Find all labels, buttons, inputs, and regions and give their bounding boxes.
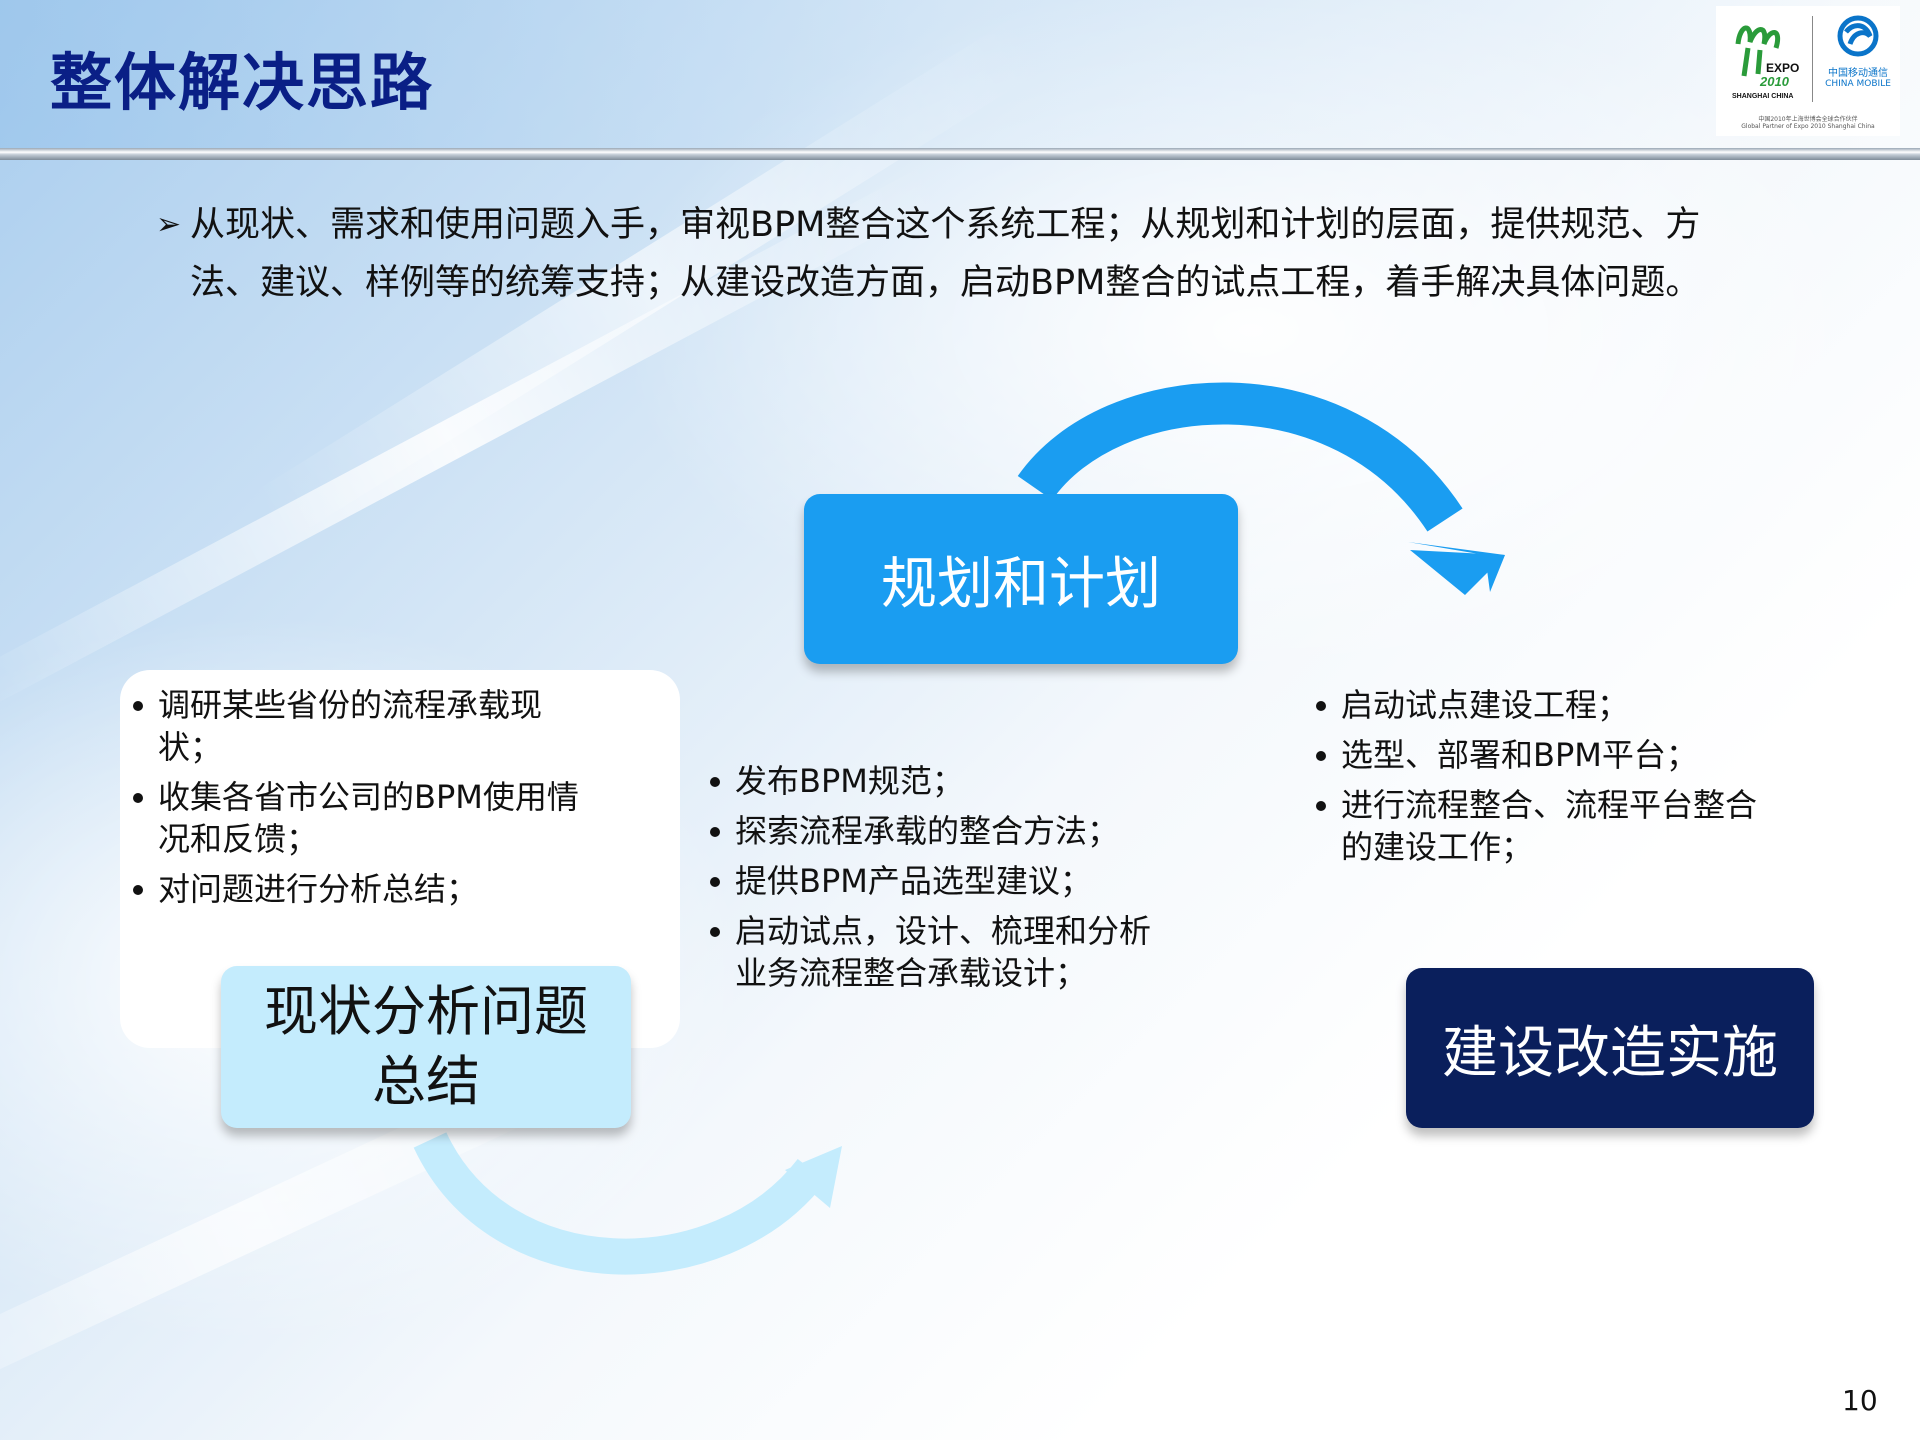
svg-text:2010: 2010 (1759, 74, 1790, 89)
arrow-top-head-icon (1410, 550, 1505, 595)
intro-text: 从现状、需求和使用问题入手，审视BPM整合这个系统工程；从规划和计划的层面，提供… (190, 205, 1701, 303)
list-item: 选型、部署和BPM平台； (1313, 734, 1783, 776)
plan-bullet-list: 发布BPM规范； 探索流程承载的整合方法； 提供BPM产品选型建议； 启动试点，… (707, 760, 1167, 1002)
arrow-top-curve (1017, 382, 1463, 532)
list-item: 发布BPM规范； (707, 760, 1167, 802)
build-bullet-list: 启动试点建设工程； 选型、部署和BPM平台； 进行流程整合、流程平台整合的建设工… (1313, 684, 1783, 876)
page-number: 10 (1842, 1384, 1878, 1417)
header-band (0, 0, 1920, 150)
partner-logo: EXPO 2010 SHANGHAI CHINA 中国移动通信 CHINA MO… (1716, 6, 1900, 136)
slide-title: 整体解决思路 (50, 46, 435, 119)
brand-cn: 中国移动通信 (1828, 68, 1888, 79)
status-box: 现状分析问题 总结 (221, 966, 631, 1128)
intro-paragraph: ➢ 从现状、需求和使用问题入手，审视BPM整合这个系统工程；从规划和计划的层面，… (150, 196, 1770, 312)
status-box-line1: 现状分析问题 (264, 980, 588, 1043)
arrow-bottom-curve (413, 1132, 827, 1275)
header-rule (0, 148, 1920, 160)
list-item: 调研某些省份的流程承载现状； (130, 684, 580, 768)
list-item: 启动试点，设计、梳理和分析业务流程整合承载设计； (707, 910, 1167, 994)
list-item: 对问题进行分析总结； (130, 868, 580, 910)
plan-box: 规划和计划 (804, 494, 1238, 664)
list-item: 探索流程承载的整合方法； (707, 810, 1167, 852)
list-item: 启动试点建设工程； (1313, 684, 1783, 726)
list-item: 进行流程整合、流程平台整合的建设工作； (1313, 784, 1783, 868)
logo-caption-cn: 中国2010年上海世博会全球合作伙伴 (1758, 116, 1858, 123)
build-box: 建设改造实施 (1406, 968, 1814, 1128)
list-item: 收集各省市公司的BPM使用情况和反馈； (130, 776, 580, 860)
china-mobile-swirl-icon (1837, 15, 1879, 57)
arrow-bottom-head-icon (785, 1146, 842, 1208)
arrow-bullet-icon: ➢ (156, 207, 182, 242)
list-item: 提供BPM产品选型建议； (707, 860, 1167, 902)
brand-en: CHINA MOBILE (1825, 79, 1891, 89)
svg-text:SHANGHAI CHINA: SHANGHAI CHINA (1732, 93, 1793, 100)
status-box-line2: 总结 (372, 1050, 480, 1113)
logo-caption-en: Global Partner of Expo 2010 Shanghai Chi… (1741, 123, 1875, 130)
china-mobile-logo: 中国移动通信 CHINA MOBILE (1820, 14, 1896, 104)
logo-divider (1812, 16, 1813, 102)
svg-text:EXPO: EXPO (1766, 61, 1799, 75)
expo-2010-logo-icon: EXPO 2010 SHANGHAI CHINA (1732, 25, 1799, 100)
status-bullet-list: 调研某些省份的流程承载现状； 收集各省市公司的BPM使用情况和反馈； 对问题进行… (130, 684, 580, 918)
